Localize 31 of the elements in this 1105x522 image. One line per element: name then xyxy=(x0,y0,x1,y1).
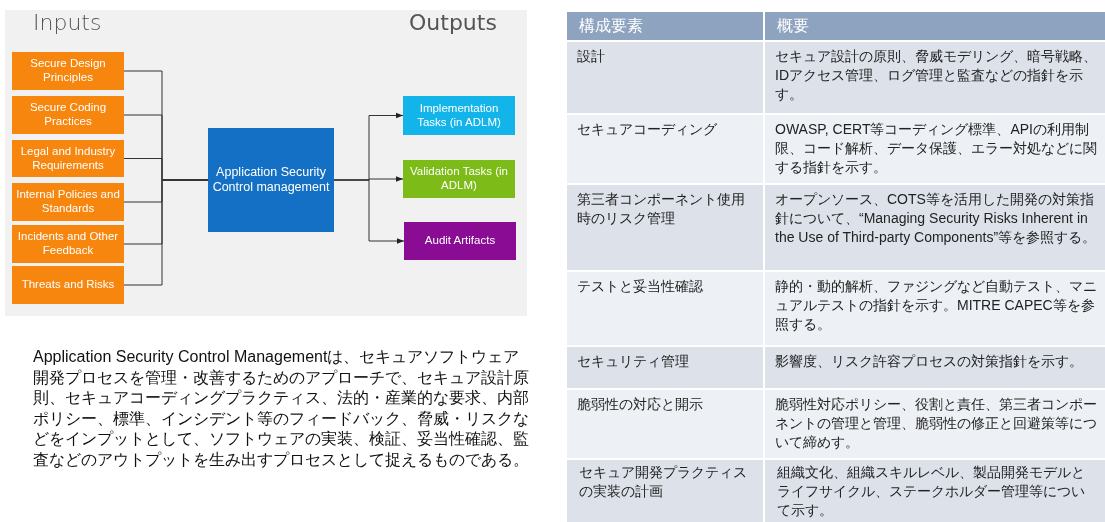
header-cell: 概要 xyxy=(765,12,1105,40)
input-box: Threats and Risks xyxy=(12,266,124,304)
header-cell: 構成要素 xyxy=(567,12,763,40)
table-cell: オープンソース、COTS等を活用した開発の対策指針について、“Managing Security Risks Inherent in the Use of Third-party Components”等を参照する。 xyxy=(765,185,1105,270)
table-cell: セキュア設計の原則、脅威モデリング、暗号戦略、IDアクセス管理、ログ管理と監査などの指針を示す。 xyxy=(765,42,1105,113)
process-box: Application Security Control management xyxy=(208,128,334,232)
heading: Outputs xyxy=(409,10,497,35)
output-box: Audit Artifacts xyxy=(404,222,516,260)
table-cell: 設計 xyxy=(567,42,763,113)
table-cell: 脆弱性対応ポリシー、役割と責任、第三者コンポーネントの管理と管理、脆弱性の修正と回避策等について締めす。 xyxy=(765,390,1105,458)
description-text: Application Security Control Managementは、セキュアソフトウェア開発プロセスを管理・改善するためのアプローチで、セキュア設計原則、セキュアコーディングプラクティス、法的・産業的な要求、内部ポリシー、標準、インシデント等のフィードバック、脅威・リスクなどをインプットとして、ソフトウェアの実装、検証、妥当性確認、監査などのアウトプットを生み出すプロセスとして捉えるものである。 xyxy=(33,347,530,470)
table-cell: セキュリティ管理 xyxy=(567,347,763,388)
output-box: Implementation Tasks (in ADLM) xyxy=(403,96,515,135)
table-cell: セキュア開発プラクティスの実装の計画 xyxy=(567,460,763,522)
input-box: Legal and Industry Requirements xyxy=(12,140,124,177)
input-box: Secure Coding Practices xyxy=(12,96,124,134)
table-cell: 脆弱性の対応と開示 xyxy=(567,390,763,458)
table-cell: 第三者コンポーネント使用時のリスク管理 xyxy=(567,185,763,270)
table-cell: 影響度、リスク許容プロセスの対策指針を示す。 xyxy=(765,347,1105,388)
table-cell: セキュアコーディング xyxy=(567,115,763,183)
connector xyxy=(123,179,209,286)
input-box: Incidents and Other Feedback xyxy=(12,225,124,263)
heading: Inputs xyxy=(33,10,102,35)
connector xyxy=(333,179,405,244)
table-cell: 静的・動的解析、ファジングなど自動テスト、マニュアルテストの指針を示す。MITRE CAPEC等を参照する。 xyxy=(765,272,1105,345)
input-box: Secure Design Principles xyxy=(12,52,124,90)
table-cell: 組織文化、組織スキルレベル、製品開発モデルとライフサイクル、ステークホルダー管理等について示す。 xyxy=(765,460,1105,522)
table-cell: OWASP, CERT等コーディング標準、APIの利用制限、コード解析、データ保護、エラー対処などに関する指針を示す。 xyxy=(765,115,1105,183)
output-box: Validation Tasks (in ADLM) xyxy=(403,160,515,198)
input-box: Internal Policies and Standards xyxy=(12,183,124,221)
table-cell: テストと妥当性確認 xyxy=(567,272,763,345)
